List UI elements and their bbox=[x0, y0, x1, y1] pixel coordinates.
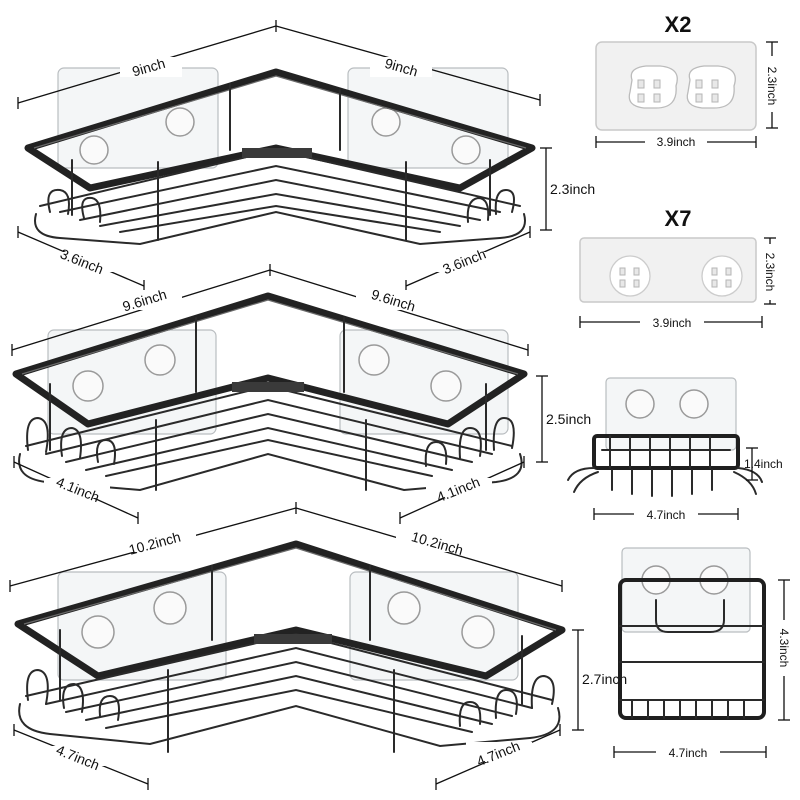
rail-highlight bbox=[23, 547, 557, 631]
soap-tray-frame bbox=[592, 434, 740, 470]
basket-top-rail bbox=[24, 68, 536, 192]
suction-cup-icon bbox=[461, 615, 495, 649]
suction-cup-icon bbox=[165, 107, 195, 137]
quantity-label: X2 bbox=[665, 12, 692, 37]
dimension-label: 2.3inch bbox=[763, 253, 777, 292]
dimension-label: 3.6inch bbox=[58, 245, 106, 277]
suction-cup-icon bbox=[387, 591, 421, 625]
suction-cup-icon bbox=[81, 615, 115, 649]
suction-cup-icon bbox=[625, 389, 655, 419]
dimension-label: 2.7inch bbox=[582, 671, 627, 687]
suction-cup-icon bbox=[679, 389, 709, 419]
adhesive-strip-large: X2 3.9inch 2.3inch bbox=[595, 12, 780, 150]
suction-cup-icon bbox=[371, 107, 401, 137]
suction-cup-icon bbox=[72, 370, 104, 402]
adhesive-strip-small: X7 3.9inch 2.3inch bbox=[579, 206, 778, 330]
suction-cup-icon bbox=[79, 135, 109, 165]
dimension-label: 3.9inch bbox=[653, 316, 692, 330]
center-bracket bbox=[254, 634, 332, 644]
dimension-label: 3.9inch bbox=[657, 135, 696, 149]
adhesive-pad bbox=[621, 547, 751, 633]
toothbrush-holder: 4.7inch 4.3inch bbox=[613, 547, 792, 760]
dimension-label: 2.3inch bbox=[765, 67, 779, 106]
suction-cup-icon bbox=[430, 370, 462, 402]
dimension-label: 4.7inch bbox=[647, 508, 686, 522]
soap-holder: 4.7inch 1.4inch bbox=[567, 377, 783, 522]
dimension-label: 2.5inch bbox=[546, 411, 591, 427]
suction-cup-icon bbox=[451, 135, 481, 165]
basket-top-rail bbox=[12, 292, 528, 428]
suction-cup-icon bbox=[153, 591, 187, 625]
corner-basket-medium bbox=[12, 292, 528, 492]
hook-mount-icon bbox=[701, 255, 743, 297]
center-bracket bbox=[232, 382, 304, 392]
hook-mount-icon bbox=[628, 65, 678, 109]
center-bracket bbox=[242, 148, 312, 158]
hook-mount-icon bbox=[609, 255, 651, 297]
suction-cup-icon bbox=[144, 344, 176, 376]
basket-top-rail bbox=[14, 540, 566, 680]
corner-basket-large bbox=[14, 540, 566, 753]
hook-mount-icon bbox=[686, 65, 736, 109]
rail-highlight bbox=[33, 75, 527, 149]
holder-frame bbox=[618, 578, 766, 720]
suction-cup-icon bbox=[358, 344, 390, 376]
dimension-label: 4.3inch bbox=[777, 629, 791, 668]
corner-basket-small bbox=[24, 67, 536, 246]
rail-highlight bbox=[21, 299, 519, 375]
holder-inner-loop bbox=[655, 599, 725, 633]
dimension-label: 3.6inch bbox=[440, 245, 488, 277]
dimension-label: 4.7inch bbox=[669, 746, 708, 760]
dimension-label: 2.3inch bbox=[550, 181, 595, 197]
dimension-label: 1.4inch bbox=[744, 457, 783, 471]
quantity-label: X7 bbox=[665, 206, 692, 231]
